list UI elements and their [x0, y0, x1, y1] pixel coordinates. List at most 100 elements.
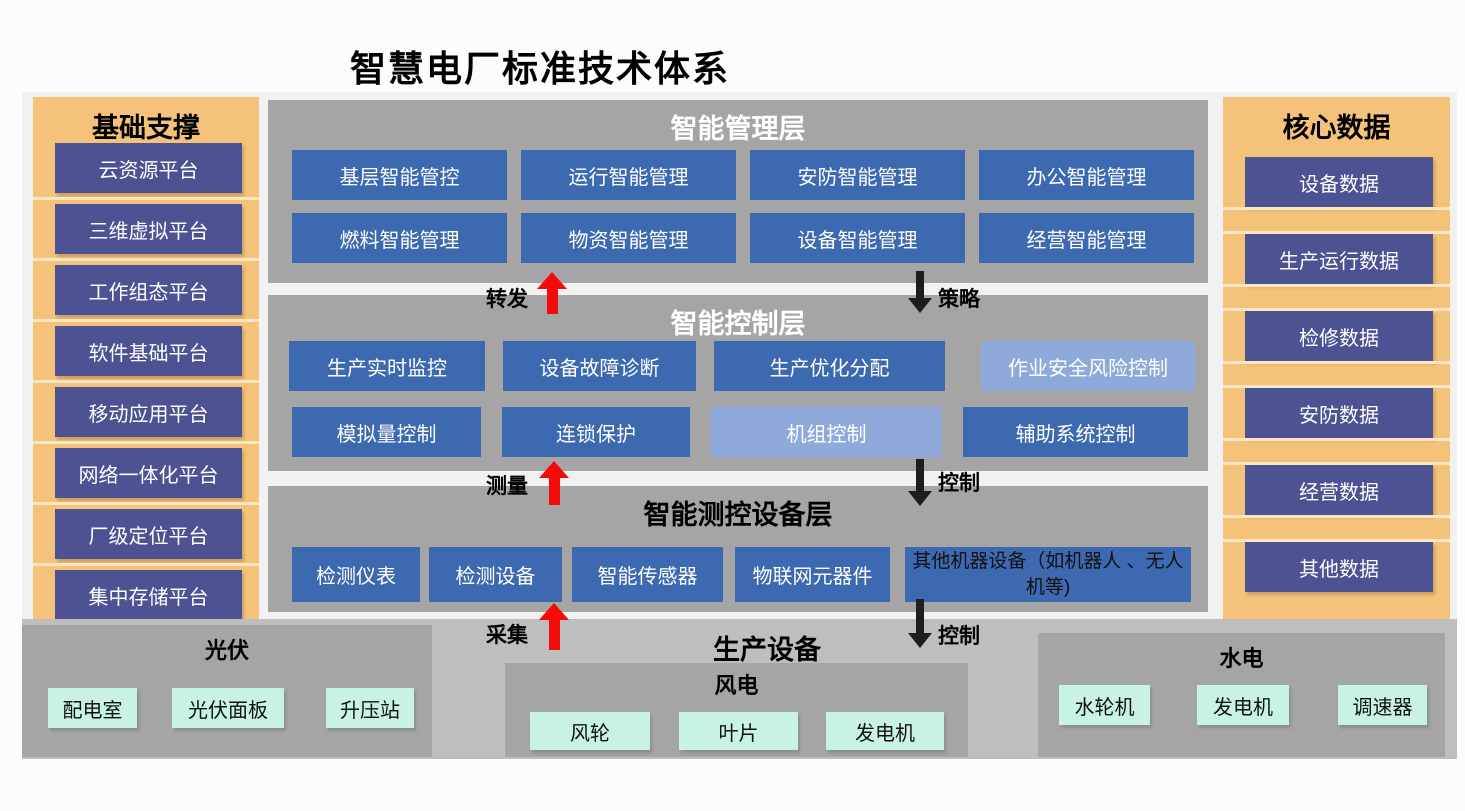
divider-lines: [1223, 361, 1450, 388]
platform-box-config: 工作组态平台: [55, 265, 242, 315]
data-box-business: 经营数据: [1245, 465, 1433, 515]
ctrl-box-auxiliary: 辅助系统控制: [963, 407, 1188, 457]
solar-box-distribution-room: 配电室: [48, 688, 137, 728]
base-support-column: 基础支撑 云资源平台 三维虚拟平台 工作组态平台 软件基础平台 移动应用平台 网…: [33, 97, 259, 620]
ctrl-box-unit-control: 机组控制: [711, 407, 942, 457]
arrow-head-icon: [908, 298, 932, 313]
hydro-box-generator: 发电机: [1197, 685, 1289, 725]
arrow-label-control-mid: 控制: [938, 472, 980, 495]
divider-lines: [1223, 284, 1450, 311]
device-box-other-machines: 其他机器设备（如机器人 、无人机等): [905, 547, 1191, 602]
data-cell: 其他数据: [1223, 542, 1450, 592]
management-row-2: 燃料智能管理 物资智能管理 设备智能管理 经营智能管理: [292, 213, 1194, 263]
arrow-down-strategy: [908, 271, 932, 313]
mgmt-box-material: 物资智能管理: [521, 213, 736, 263]
mgmt-box-operation: 运行智能管理: [521, 150, 736, 200]
ctrl-box-analog: 模拟量控制: [292, 407, 481, 457]
ctrl-box-interlock: 连锁保护: [502, 407, 690, 457]
data-cell: 设备数据: [1223, 157, 1450, 207]
wind-group-panel: 风电 风轮 叶片 发电机: [505, 663, 968, 757]
wind-group-title: 风电: [714, 673, 759, 698]
arrow-label-collect: 采集: [486, 624, 528, 647]
data-box-security: 安防数据: [1245, 388, 1433, 438]
arrow-up-forward: [537, 272, 567, 314]
arrow-down-control-mid: [908, 459, 932, 506]
platform-cell: 移动应用平台: [33, 387, 259, 437]
device-layer-panel: 智能测控设备层 检测仪表 检测设备 智能传感器 物联网元器件 其他机器设备（如机…: [268, 486, 1208, 612]
platform-cell: 集中存储平台: [33, 570, 259, 620]
divider-lines: [1223, 438, 1450, 465]
ctrl-box-fault-diagnosis: 设备故障诊断: [503, 341, 696, 391]
mgmt-box-grassroots: 基层智能管控: [292, 150, 507, 200]
arrow-up-collect: [539, 603, 569, 650]
data-box-maintenance: 检修数据: [1245, 311, 1433, 361]
control-row-1: 生产实时监控 设备故障诊断 生产优化分配 作业安全风险控制: [289, 341, 1195, 391]
divider-lines: [1223, 207, 1450, 234]
core-data-title: 核心数据: [1282, 113, 1391, 143]
platform-cell: 网络一体化平台: [33, 448, 259, 498]
platform-box-mobile: 移动应用平台: [55, 387, 242, 437]
wind-box-blade: 叶片: [679, 712, 798, 750]
platform-box-storage: 集中存储平台: [55, 570, 242, 620]
arrow-label-forward: 转发: [486, 288, 528, 311]
device-box-instruments: 检测仪表: [292, 547, 420, 602]
divider-line: [33, 254, 259, 265]
arrow-head-icon: [537, 272, 567, 289]
management-layer-panel: 智能管理层 基层智能管控 运行智能管理 安防智能管理 办公智能管理 燃料智能管理…: [268, 100, 1208, 283]
mgmt-box-office: 办公智能管理: [979, 150, 1194, 200]
page-title: 智慧电厂标准技术体系: [349, 48, 730, 89]
platform-box-cloud: 云资源平台: [55, 143, 242, 193]
core-data-column: 核心数据 设备数据 生产运行数据 检修数据 安防数据 经营数据 其他数据: [1223, 97, 1450, 620]
solar-box-booster-station: 升压站: [326, 688, 414, 728]
wind-box-rotor: 风轮: [530, 712, 650, 750]
wind-box-generator: 发电机: [826, 712, 944, 750]
data-cell: 生产运行数据: [1223, 234, 1450, 284]
data-cell: 检修数据: [1223, 311, 1450, 361]
platform-cell: 三维虚拟平台: [33, 204, 259, 254]
hydro-box-turbine: 水轮机: [1059, 685, 1150, 725]
base-support-title: 基础支撑: [92, 113, 200, 143]
mgmt-box-fuel: 燃料智能管理: [292, 213, 507, 263]
divider-line: [33, 315, 259, 326]
data-cell: 安防数据: [1223, 388, 1450, 438]
control-layer-title: 智能控制层: [670, 309, 806, 339]
arrow-head-icon: [908, 633, 932, 648]
platform-box-location: 厂级定位平台: [55, 509, 242, 559]
management-layer-title: 智能管理层: [670, 114, 806, 144]
arrow-down-control-low: [908, 599, 932, 648]
platform-box-network: 网络一体化平台: [55, 448, 242, 498]
data-box-operation: 生产运行数据: [1245, 234, 1433, 284]
device-row: 检测仪表 检测设备 智能传感器 物联网元器件 其他机器设备（如机器人 、无人机等…: [292, 547, 1191, 602]
arrow-label-strategy: 策略: [938, 288, 980, 311]
production-title: 生产设备: [713, 635, 821, 665]
hydro-group-title: 水电: [1219, 646, 1264, 671]
platform-cell: 厂级定位平台: [33, 509, 259, 559]
arrow-head-icon: [539, 461, 569, 478]
platform-box-3d: 三维虚拟平台: [55, 204, 242, 254]
platform-box-software: 软件基础平台: [55, 326, 242, 376]
production-equipment-band: 生产设备 光伏 配电室 光伏面板 升压站 风电 风轮 叶片 发电机 水电 水轮机…: [22, 619, 1457, 759]
data-cell: 经营数据: [1223, 465, 1450, 515]
management-row-1: 基层智能管控 运行智能管理 安防智能管理 办公智能管理: [292, 150, 1194, 200]
hydro-group-panel: 水电 水轮机 发电机 调速器: [1038, 633, 1445, 757]
platform-cell: 云资源平台: [33, 143, 259, 193]
solar-group-panel: 光伏 配电室 光伏面板 升压站: [22, 625, 432, 757]
divider-line: [33, 559, 259, 570]
ctrl-box-risk-control: 作业安全风险控制: [981, 341, 1195, 391]
ctrl-box-optimization: 生产优化分配: [714, 341, 945, 391]
mgmt-box-business: 经营智能管理: [979, 213, 1194, 263]
divider-line: [33, 437, 259, 448]
ctrl-box-monitoring: 生产实时监控: [289, 341, 485, 391]
data-box-other: 其他数据: [1245, 542, 1433, 592]
divider-lines: [1223, 515, 1450, 542]
device-layer-title: 智能测控设备层: [643, 500, 833, 530]
arrow-up-measure: [539, 461, 569, 505]
arrow-head-icon: [539, 603, 569, 620]
divider-line: [33, 193, 259, 204]
platform-cell: 软件基础平台: [33, 326, 259, 376]
data-box-equipment: 设备数据: [1245, 157, 1433, 207]
control-layer-panel: 智能控制层 生产实时监控 设备故障诊断 生产优化分配 作业安全风险控制 模拟量控…: [268, 295, 1208, 471]
device-box-iot: 物联网元器件: [735, 547, 890, 602]
solar-box-pv-panel: 光伏面板: [172, 688, 284, 728]
